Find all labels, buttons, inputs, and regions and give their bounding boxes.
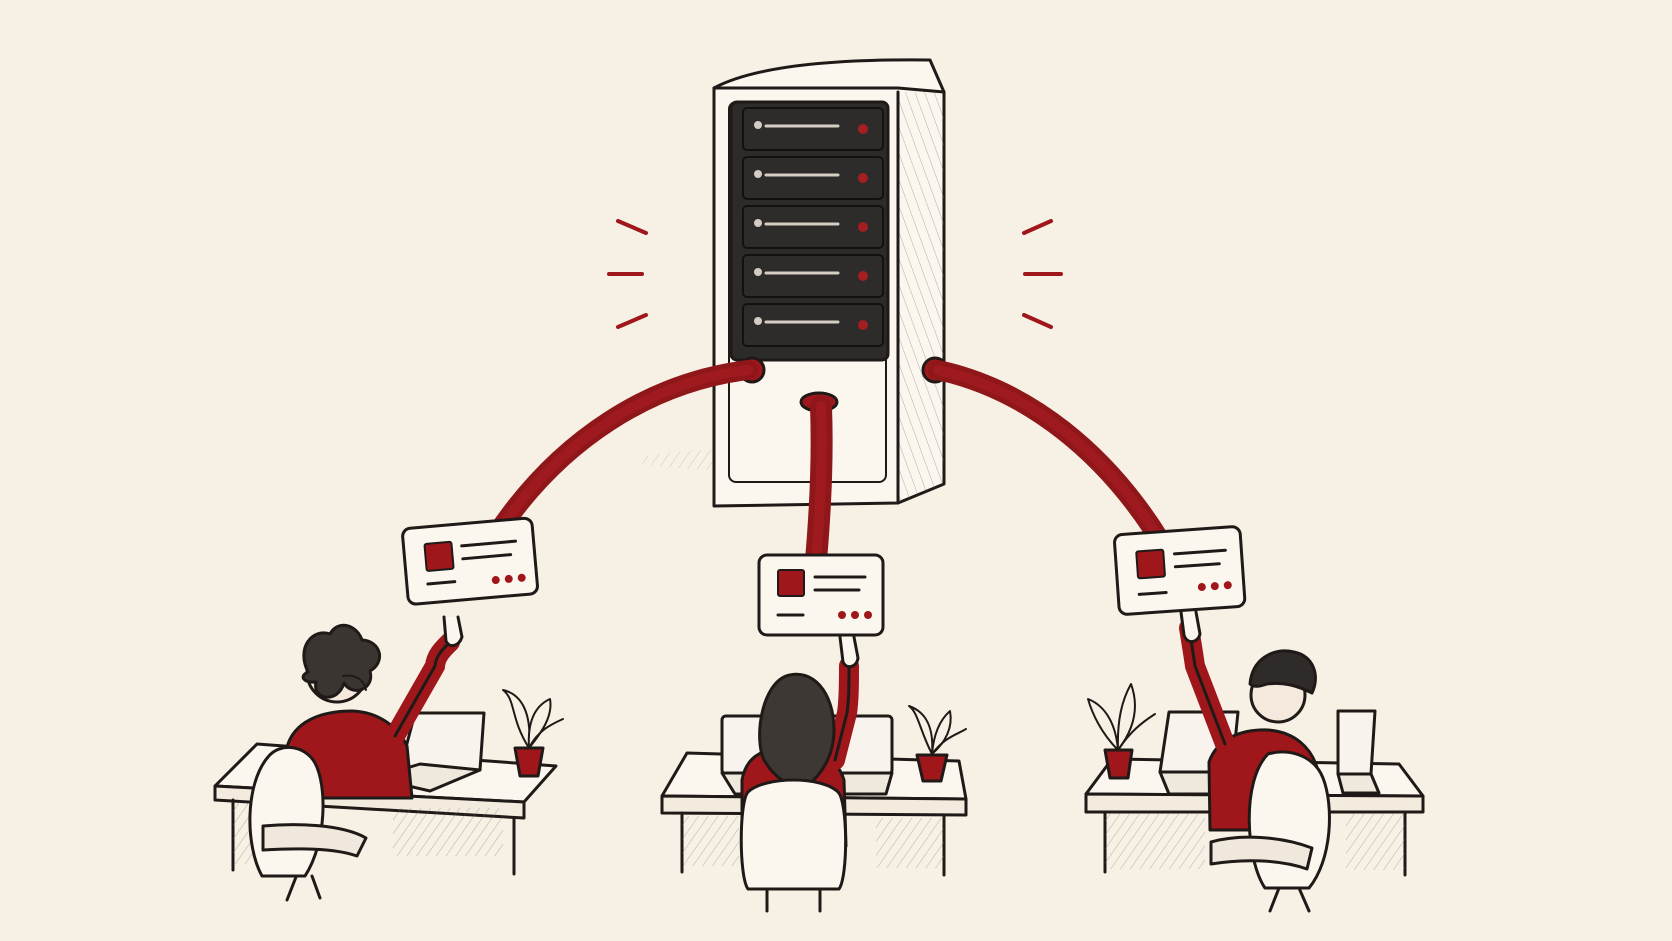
potted-plant-icon [502, 689, 564, 778]
person-at-desk-icon [213, 615, 564, 902]
network-cable-icon [928, 360, 1170, 550]
office-chair-icon [248, 745, 368, 902]
potted-plant-icon [1087, 683, 1156, 780]
server-bay [742, 303, 884, 347]
activity-marks [607, 219, 1063, 329]
person-at-desk-icon [660, 635, 968, 913]
office-chair-icon [739, 778, 848, 913]
office-chair-icon [1209, 750, 1331, 913]
potted-plant-icon [908, 705, 967, 783]
network-cable-icon [805, 395, 833, 571]
ui-panel-icon [757, 553, 885, 637]
network-cable-icon [488, 360, 758, 542]
ui-panel-icon [1113, 525, 1247, 616]
server-rack-icon [637, 58, 949, 508]
ui-panel-icon [401, 516, 539, 606]
person-at-desk-icon [1084, 610, 1425, 913]
server-bays [742, 107, 884, 347]
server-bay [742, 205, 884, 249]
network-cables [488, 360, 1170, 571]
server-bay [742, 156, 884, 200]
server-bay [742, 254, 884, 298]
server-bay [742, 107, 884, 151]
